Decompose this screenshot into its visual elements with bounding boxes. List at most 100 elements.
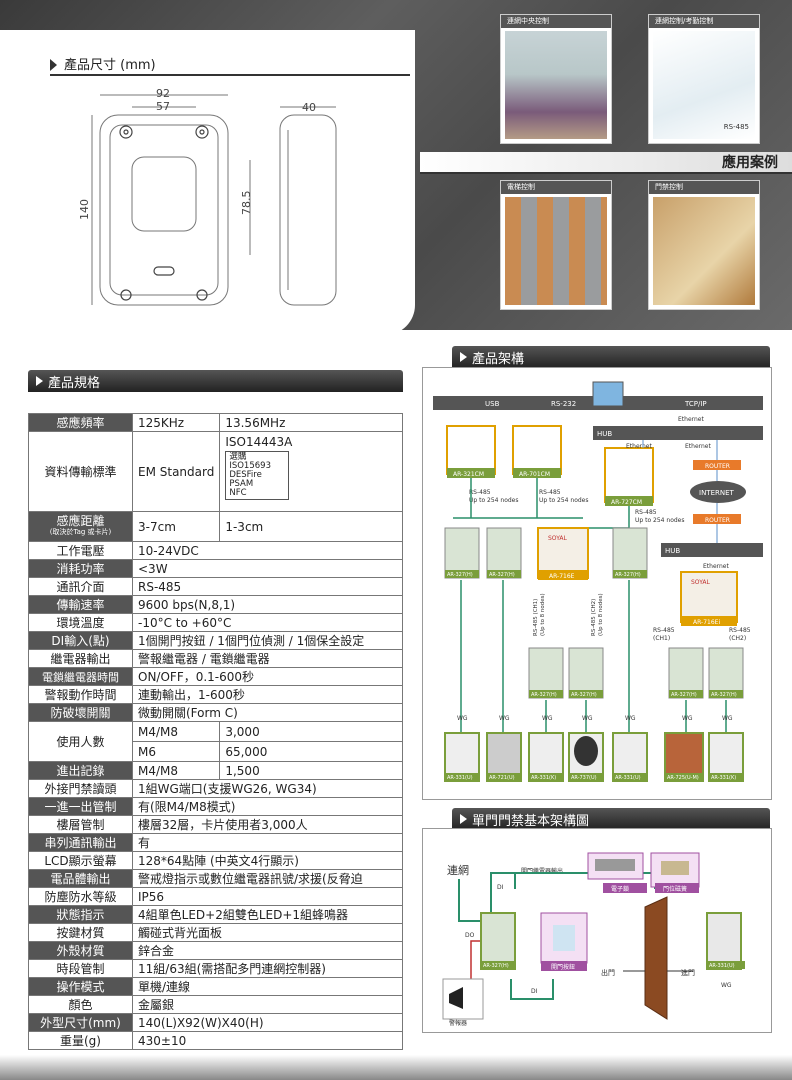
ethernet-wires: [642, 440, 718, 543]
hub-bar: [593, 426, 763, 440]
dim-140: 140: [78, 199, 91, 220]
spec-key: 繼電器輸出: [28, 649, 133, 668]
spec-value2: 1-3cm: [219, 511, 403, 542]
wg-5: WG: [625, 715, 636, 722]
wg-3: WG: [542, 715, 553, 722]
software-screens-photo: RS-485: [653, 31, 755, 139]
ethernet-label-2: Ethernet: [626, 443, 652, 450]
reader-ar327hn-1-label: AR-327(H): [531, 692, 557, 698]
spec-value: 連動輸出，1-600秒: [132, 685, 403, 704]
optional-label: 選購: [229, 452, 247, 462]
spec-value: 125KHz: [131, 413, 221, 432]
dim-92: 92: [156, 87, 170, 100]
rs485-ch1-tag: (CH1): [653, 635, 670, 642]
spec-value: 10-24VDC: [132, 541, 403, 560]
alarm-siren-icon: [449, 987, 463, 1009]
opt-iso15693: ISO15693: [229, 461, 271, 471]
screw-hole: [119, 125, 133, 139]
spec-number: 1,500: [219, 761, 403, 780]
ch2-label: RS-485 (CH2): [591, 599, 597, 636]
reader-ar327h-2-label: AR-327(H): [489, 572, 515, 578]
spec-value2: 13.56MHz: [219, 413, 403, 432]
opt-desfire: DESFire: [229, 470, 262, 480]
spec-value: 1個開門按鈕 / 1個門位偵測 / 1個保全設定: [132, 631, 403, 650]
ar331-label: AR-331(U): [709, 963, 735, 969]
spec-row: DI輸入(點)1個開門按鈕 / 1個門位偵測 / 1個保全設定: [28, 631, 403, 650]
spec-row: 外殼材質鋅合金: [28, 941, 403, 960]
case-label: 電梯控制: [501, 181, 611, 194]
ar331-reader: [706, 912, 742, 970]
rs485-b: RS-485: [539, 489, 561, 496]
access-card-photo: [653, 197, 755, 305]
spec-key: 警報動作時間: [28, 685, 133, 704]
spec-model: M6: [131, 741, 221, 762]
spec-value: 樓層32層，卡片使用者3,000人: [132, 815, 403, 834]
reader-ar327h-2: [486, 527, 522, 579]
rs485-ch1: RS-485: [653, 627, 675, 634]
ar701cm-box: [512, 425, 562, 475]
reader-ar327hn-4-label: AR-327(H): [711, 692, 737, 698]
spec-value: 鋅合金: [132, 941, 403, 960]
internet-label: INTERNET: [699, 489, 735, 497]
reader-7-label: AR-331(K): [711, 775, 736, 781]
application-title: 應用案例: [420, 152, 792, 174]
dimension-drawing: 92 57 140 78.5 40: [78, 87, 337, 306]
spec-value: 1組WG端口(支援WG26, WG34): [132, 779, 403, 798]
spec-value: 3-7cm: [131, 511, 221, 542]
reader-1-label: AR-331(U): [447, 775, 473, 781]
case-label: 連網控制/考勤控制: [649, 15, 759, 28]
rs485-b-nodes: Up to 254 nodes: [539, 497, 589, 504]
door-icon: [644, 896, 668, 1020]
case-network-attendance: 連網控制/考勤控制 RS-485: [648, 14, 760, 144]
rs485-c-nodes: Up to 254 nodes: [635, 517, 685, 524]
spec-value: 單機/連線: [132, 977, 403, 996]
ar716ei-label: AR-716Ei: [693, 619, 720, 626]
case-central-control: 連網中央控制: [500, 14, 612, 144]
spec-key: 狀態指示: [28, 905, 133, 924]
router-2-label: ROUTER: [705, 517, 730, 524]
spec-key: 串列通訊輸出: [28, 833, 133, 852]
spec-value: -10°C to +60°C: [132, 613, 403, 632]
screw-hole: [120, 289, 132, 301]
spec-key: 外型尺寸(mm): [28, 1013, 133, 1032]
ar701cm-label: AR-701CM: [519, 471, 550, 478]
spec-row: 防破壞開關微動開關(Form C): [28, 703, 403, 722]
spec-key: 進出記錄: [28, 761, 133, 780]
reader-ar327hn-1: [528, 647, 564, 699]
spec-row: 外型尺寸(mm)140(L)X92(W)X40(H): [28, 1013, 403, 1032]
spec-value: 警報繼電器 / 電鎖繼電器: [132, 649, 403, 668]
do-label: DO: [465, 932, 475, 939]
wg-6: WG: [682, 715, 693, 722]
spec-key: 電品體輸出: [28, 869, 133, 888]
spec-value: 4組單色LED+2組雙色LED+1組蜂鳴器: [132, 905, 403, 924]
ethernet-label: Ethernet: [678, 416, 704, 423]
case-access-control: 門禁控制: [648, 180, 760, 310]
spec-value: 微動開關(Form C): [132, 703, 403, 722]
spec-value: RS-485: [132, 577, 403, 596]
case-label: 門禁控制: [649, 181, 759, 194]
spec-key: 使用人數: [28, 721, 133, 762]
spec-row: 樓層管制樓層32層，卡片使用者3,000人: [28, 815, 403, 834]
screw-hole: [195, 125, 209, 139]
spec-key: 外殼材質: [28, 941, 133, 960]
reader-5-label: AR-331(U): [615, 775, 641, 781]
reader-2-label: AR-721(U): [489, 775, 515, 781]
spec-key: 感應頻率: [28, 413, 133, 432]
case-elevator-control: 電梯控制: [500, 180, 612, 310]
spec-value: 金屬銀: [132, 995, 403, 1014]
ar321cm-labelbar: [447, 468, 495, 478]
dim-57: 57: [156, 100, 170, 113]
